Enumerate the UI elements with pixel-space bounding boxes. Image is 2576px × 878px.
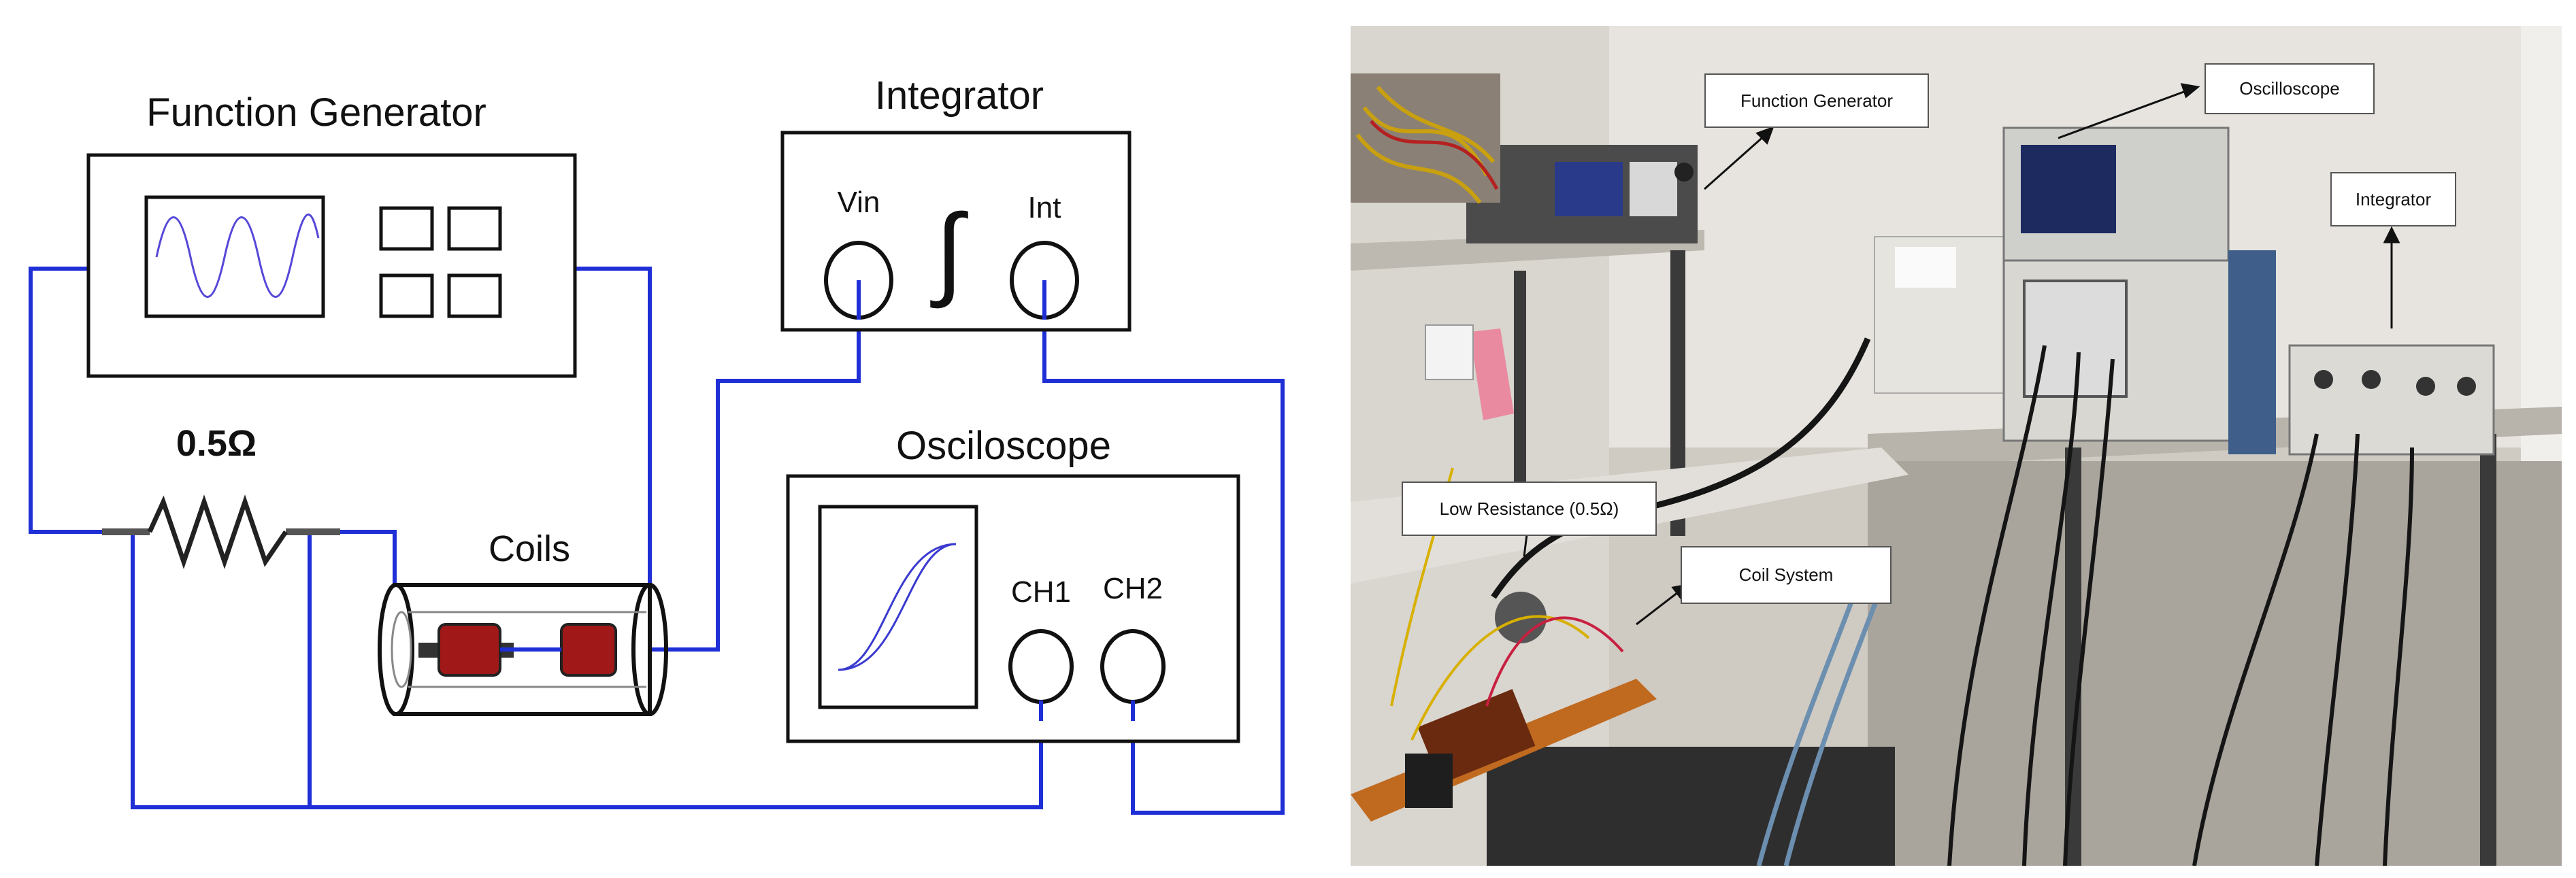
right-bench-leg-2 <box>2480 434 2496 866</box>
integrator-device <box>2288 344 2495 456</box>
arrow-head-function-generator <box>1755 126 1774 145</box>
function-generator-keypad <box>1630 162 1677 216</box>
integrator-knob-1 <box>2314 370 2333 389</box>
ch1-jack[interactable] <box>1008 629 1074 704</box>
integrator-knob-2 <box>2362 370 2381 389</box>
integrator-knob-3 <box>2416 377 2435 396</box>
function-generator-title: Function Generator <box>146 90 486 135</box>
setup-photo: Function Generator Oscilloscope Integrat… <box>1351 26 2562 866</box>
pink-tag <box>1470 328 1514 420</box>
resistor-zigzag <box>147 494 288 569</box>
hysteresis-upper-branch <box>838 543 957 671</box>
oscilloscope-title: Osciloscope <box>896 424 1111 468</box>
photo-label-function-generator: Function Generator <box>1704 73 1929 128</box>
hysteresis-lower-branch <box>838 543 957 671</box>
integrator-vin-label: Vin <box>838 186 880 219</box>
power-supply-label <box>1895 247 1956 288</box>
wire-ground-bus <box>131 532 1043 809</box>
function-generator-buttons <box>379 206 502 318</box>
wall-socket <box>1425 324 1474 380</box>
function-generator-screen <box>144 195 325 318</box>
ch2-label: CH2 <box>1103 572 1163 605</box>
oscilloscope-screen-top <box>2021 145 2116 233</box>
integral-symbol: ∫ <box>929 193 968 309</box>
red-lead <box>1485 616 1624 707</box>
right-bench-front <box>1868 461 2562 866</box>
left-bench-leg <box>1670 250 1685 536</box>
sine-wave-icon <box>155 214 320 298</box>
photo-label-oscilloscope: Oscilloscope <box>2205 63 2375 114</box>
fg-button-1[interactable] <box>379 206 434 251</box>
wire-resistor-to-coils <box>340 530 397 585</box>
fg-button-4[interactable] <box>447 273 502 318</box>
wire-fg-to-coils <box>572 267 652 585</box>
black-cables <box>1947 345 2414 866</box>
photo-label-low-resistance: Low Resistance (0.5Ω) <box>1402 482 1657 536</box>
arrow-function-generator <box>1704 133 1766 190</box>
photo-label-coil-system: Coil System <box>1681 546 1892 604</box>
circuit-schematic: Function Generator Integrator Vin Int ∫ … <box>29 73 1285 815</box>
oscilloscope-stand <box>2228 250 2276 454</box>
colored-wires <box>1355 86 1496 204</box>
integrator-int-label: Int <box>1028 191 1061 224</box>
function-generator-display <box>1555 162 1623 216</box>
ch1-label: CH1 <box>1011 575 1071 609</box>
resistor-value-label: 0.5Ω <box>176 423 257 464</box>
colored-wires-red <box>1370 120 1499 190</box>
wire-fg-to-resistor <box>29 267 112 534</box>
black-cable-center <box>1491 337 1871 599</box>
wire-int-to-ch2 <box>1042 320 1285 815</box>
secondary-coil <box>560 623 617 677</box>
hysteresis-loop-icon <box>838 543 957 671</box>
arrow-coil-system <box>1636 589 1681 626</box>
primary-coil <box>437 623 501 677</box>
coil-tube-inner-ring <box>391 611 412 688</box>
function-generator-box <box>86 153 577 378</box>
coil-tube-right-end <box>631 583 668 716</box>
function-generator-knob <box>1674 163 1694 182</box>
coils-label: Coils <box>489 528 570 569</box>
photo-label-integrator: Integrator <box>2330 172 2456 226</box>
ch2-jack[interactable] <box>1100 629 1166 704</box>
coil-holder <box>1405 754 1453 808</box>
coils-assembly <box>378 583 668 716</box>
integrator-title: Integrator <box>875 73 1044 118</box>
arrow-head-oscilloscope <box>2180 83 2200 99</box>
coil-tube-left-end <box>378 583 414 716</box>
fg-button-3[interactable] <box>379 273 434 318</box>
integrator-knob-4 <box>2457 377 2476 396</box>
resistor <box>102 494 340 569</box>
arrow-head-integrator <box>2383 226 2400 243</box>
wiring-rack <box>1351 73 1500 203</box>
fg-button-2[interactable] <box>447 206 502 251</box>
arrow-oscilloscope <box>2058 89 2188 139</box>
oscilloscope-screen <box>818 505 978 709</box>
floor-shadow <box>1487 747 1895 866</box>
left-bench-leg-2 <box>1514 271 1526 516</box>
setup-photo-illustration <box>1351 26 2562 866</box>
